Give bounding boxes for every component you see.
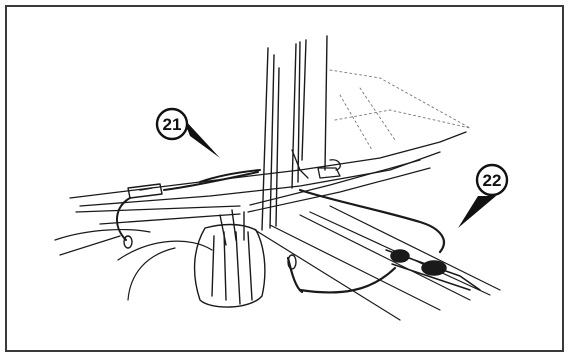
line-drawing <box>55 36 500 320</box>
rope-right <box>288 190 444 292</box>
hull <box>55 230 212 300</box>
rigging-lines <box>248 160 500 320</box>
deck-cleat-left <box>128 184 162 198</box>
sail-bag <box>195 210 265 307</box>
rope-left <box>117 170 260 240</box>
mast-fittings <box>292 150 340 178</box>
deck-lines <box>70 132 466 224</box>
callout-21: 21 <box>157 109 220 158</box>
mast <box>262 36 327 230</box>
callout-22: 22 <box>458 165 507 228</box>
callout-22-label: 22 <box>483 171 502 190</box>
callout-21-label: 21 <box>163 115 182 134</box>
callout-21-pointer <box>183 118 220 158</box>
rope-end-shackle <box>124 236 132 248</box>
callout-22-pointer <box>458 196 496 228</box>
